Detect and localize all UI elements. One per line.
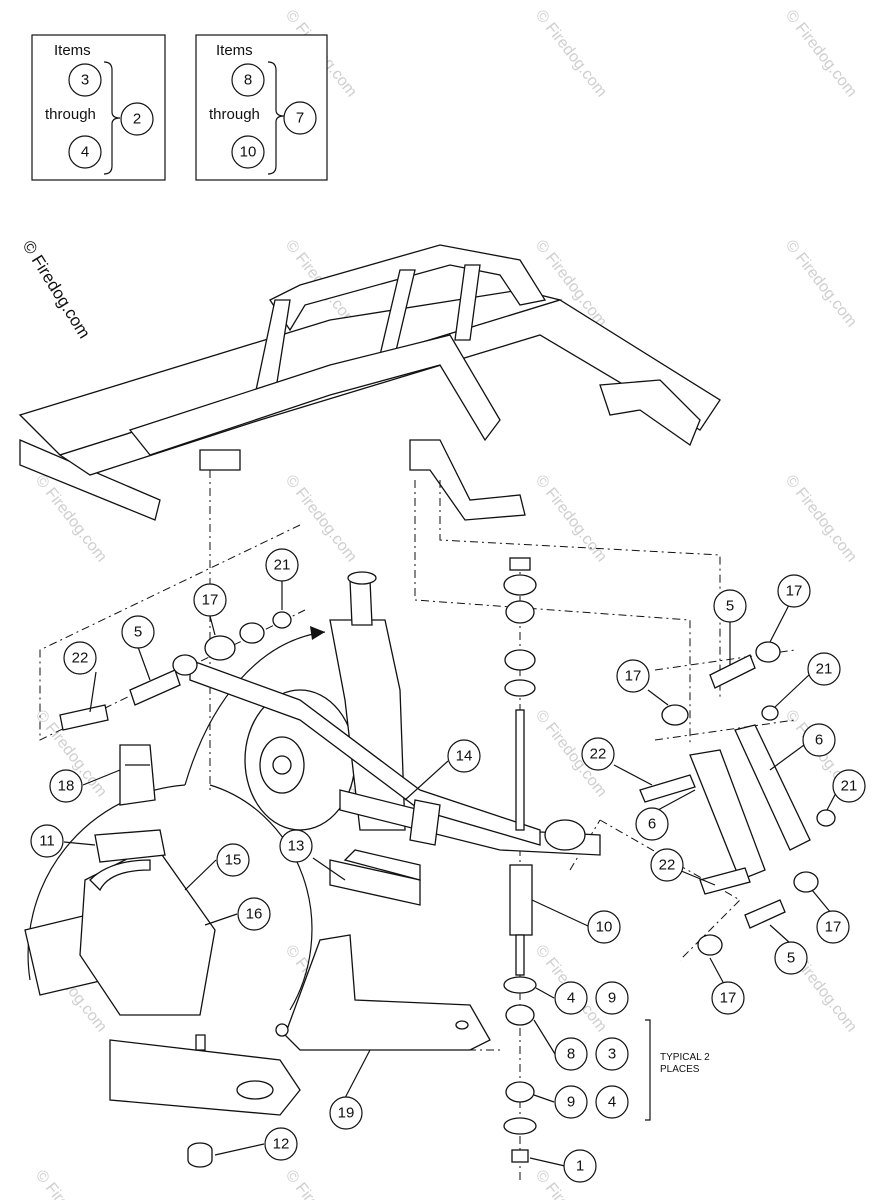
vehicle-frame — [18, 244, 721, 521]
legend-title: Items — [216, 42, 253, 59]
watermark: © Firedog.com — [782, 7, 860, 100]
svg-text:17: 17 — [825, 919, 842, 936]
svg-text:4: 4 — [567, 990, 575, 1007]
callout: 10 — [587, 910, 621, 944]
callout: 5 — [713, 589, 747, 623]
callout: 19 — [329, 1096, 363, 1130]
watermark: © Firedog.com — [532, 7, 610, 100]
svg-text:17: 17 — [625, 668, 642, 685]
svg-text:6: 6 — [648, 816, 656, 833]
svg-text:21: 21 — [816, 661, 833, 678]
callout: 17 — [777, 574, 811, 608]
svg-text:17: 17 — [786, 583, 803, 600]
callout: 12 — [264, 1127, 298, 1161]
svg-text:22: 22 — [659, 857, 676, 874]
callout: 21 — [807, 652, 841, 686]
svg-text:13: 13 — [288, 838, 305, 855]
legend-bottom-number: 10 — [240, 144, 257, 161]
callout: 8 — [554, 1037, 588, 1071]
callouts: 21 17 5 22 18 11 15 16 13 14 19 12 5 17 … — [30, 548, 866, 1183]
svg-text:15: 15 — [225, 852, 242, 869]
svg-text:22: 22 — [72, 650, 89, 667]
legend-top-number: 8 — [244, 72, 252, 89]
callout: 6 — [635, 807, 669, 841]
svg-text:17: 17 — [202, 592, 219, 609]
svg-text:5: 5 — [726, 598, 734, 615]
callout: 5 — [774, 941, 808, 975]
svg-text:8: 8 — [567, 1046, 575, 1063]
svg-text:18: 18 — [58, 778, 75, 795]
svg-text:14: 14 — [456, 748, 473, 765]
svg-text:5: 5 — [134, 624, 142, 641]
callout: 18 — [49, 769, 83, 803]
callout: 17 — [711, 981, 745, 1015]
legend-bottom-number: 4 — [81, 144, 89, 161]
leader-lines — [63, 580, 838, 1167]
callout: 3 — [595, 1037, 629, 1071]
legend-group-number: 7 — [296, 110, 304, 127]
watermark: © Firedog.com — [282, 1167, 360, 1200]
callout: 17 — [816, 910, 850, 944]
svg-text:22: 22 — [590, 746, 607, 763]
svg-text:12: 12 — [273, 1136, 290, 1153]
copyright-text: © Firedog.com — [19, 237, 94, 342]
svg-text:5: 5 — [787, 950, 795, 967]
callout: 11 — [30, 824, 64, 858]
legend-through: through — [45, 106, 96, 123]
callout: 17 — [616, 659, 650, 693]
callout: 21 — [832, 769, 866, 803]
svg-text:6: 6 — [815, 732, 823, 749]
watermark: © Firedog.com — [32, 1167, 110, 1200]
callout: 14 — [447, 739, 481, 773]
callout: 9 — [595, 981, 629, 1015]
watermark: © Firedog.com — [282, 472, 360, 565]
callout: 22 — [650, 848, 684, 882]
shock-stack — [503, 557, 651, 1163]
callout: 4 — [554, 981, 588, 1015]
watermark: © Firedog.com — [532, 472, 610, 565]
callout: 4 — [595, 1085, 629, 1119]
svg-text:19: 19 — [338, 1105, 355, 1122]
axle-assembly — [189, 571, 601, 1051]
callout: 1 — [563, 1149, 597, 1183]
svg-text:16: 16 — [246, 906, 263, 923]
legend-title: Items — [54, 42, 91, 59]
note-line-1: TYPICAL 2 — [660, 1052, 710, 1063]
svg-text:9: 9 — [608, 990, 616, 1007]
svg-text:17: 17 — [720, 990, 737, 1007]
legend-top-number: 3 — [81, 72, 89, 89]
legend-box-1: Items 3 through 4 2 — [31, 34, 166, 181]
watermark: © Firedog.com — [782, 237, 860, 330]
svg-text:1: 1 — [576, 1158, 584, 1175]
callout: 22 — [63, 641, 97, 675]
callout: 21 — [265, 548, 299, 582]
callout: 5 — [121, 615, 155, 649]
svg-text:9: 9 — [567, 1094, 575, 1111]
callout: 15 — [216, 843, 250, 877]
callout: 13 — [279, 829, 313, 863]
svg-text:3: 3 — [608, 1046, 616, 1063]
svg-text:11: 11 — [39, 833, 55, 850]
callout: 22 — [581, 737, 615, 771]
svg-text:21: 21 — [841, 778, 858, 795]
callout: 17 — [193, 583, 227, 617]
detail-view — [24, 626, 326, 1168]
legend-box-2: Items 8 through 10 7 — [195, 34, 328, 181]
legend-through: through — [209, 106, 260, 123]
shackle-assembly — [59, 611, 836, 956]
legend-group-number: 2 — [133, 111, 141, 128]
callout: 16 — [237, 897, 271, 931]
svg-text:4: 4 — [608, 1094, 616, 1111]
callout: 6 — [802, 723, 836, 757]
note-line-2: PLACES — [660, 1064, 700, 1075]
svg-text:10: 10 — [596, 919, 613, 936]
callout: 9 — [554, 1085, 588, 1119]
watermark: © Firedog.com — [782, 472, 860, 565]
svg-text:21: 21 — [274, 557, 291, 574]
